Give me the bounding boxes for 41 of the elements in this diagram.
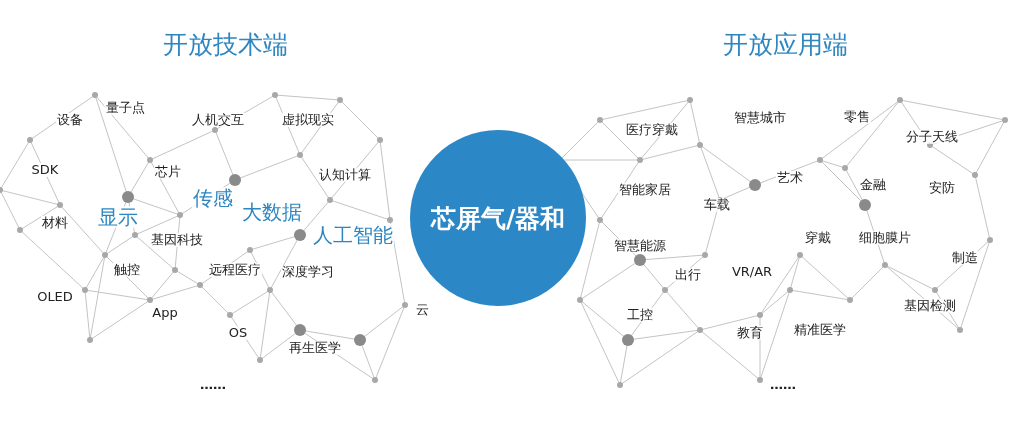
- keyword: 人机交互: [191, 112, 245, 128]
- keyword: SDK: [30, 162, 60, 178]
- keyword: 智慧城市: [733, 110, 787, 126]
- keyword: 触控: [113, 262, 141, 278]
- keyword: VR/AR: [730, 264, 774, 280]
- keyword: 芯片: [154, 164, 182, 180]
- keyword: 远程医疗: [208, 262, 262, 278]
- keyword: 车载: [703, 197, 731, 213]
- keyword: 云: [414, 302, 430, 318]
- section-heading: 开放应用端: [721, 31, 849, 59]
- keyword: 再生医学: [288, 340, 342, 356]
- keyword: 金融: [859, 177, 887, 193]
- keyword: 基因科技: [150, 232, 204, 248]
- highlight-keyword: 显示: [97, 206, 139, 228]
- keyword: 医疗穿戴: [625, 122, 679, 138]
- keyword: 智慧能源: [613, 238, 667, 254]
- circle-title: 芯屏气/器和: [430, 202, 566, 235]
- keyword: 深度学习: [281, 264, 335, 280]
- keyword: 工控: [626, 307, 654, 323]
- keyword: 出行: [674, 267, 702, 283]
- highlight-keyword: 传感: [192, 187, 234, 209]
- keyword: 材料: [41, 215, 69, 231]
- keyword: 精准医学: [793, 322, 847, 338]
- keyword: 分子天线: [905, 129, 959, 145]
- keyword: 教育: [736, 325, 764, 341]
- keyword: 认知计算: [318, 167, 372, 183]
- keyword: 基因检测: [903, 298, 957, 314]
- keyword: 穿戴: [804, 230, 832, 246]
- highlight-keyword: 大数据: [241, 201, 303, 223]
- keyword: App: [151, 305, 179, 321]
- keyword: 智能家居: [618, 182, 672, 198]
- keyword: 艺术: [776, 170, 804, 186]
- keyword: OS: [227, 325, 249, 341]
- keyword: 设备: [56, 112, 84, 128]
- section-heading: 开放技术端: [161, 31, 289, 59]
- keyword: 安防: [928, 180, 956, 196]
- keyword: 量子点: [104, 100, 146, 116]
- keyword: 虚拟现实: [281, 112, 335, 128]
- keyword: 制造: [951, 250, 979, 266]
- keyword: 细胞膜片: [858, 230, 912, 246]
- keyword: 零售: [843, 109, 871, 125]
